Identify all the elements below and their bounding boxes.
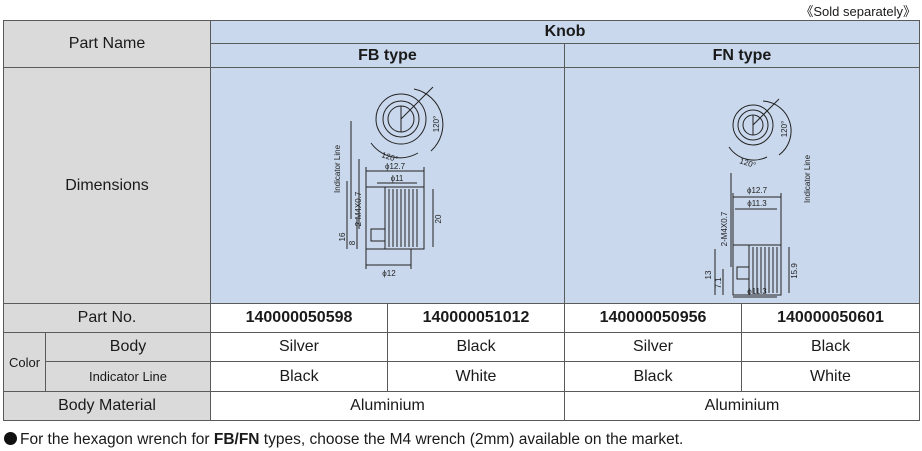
- fn-dim-d3: ϕ11.3: [747, 287, 767, 296]
- part-no-label: Part No.: [3, 303, 211, 333]
- spec-table: Part Name Knob FB type FN type Dimension…: [3, 20, 920, 421]
- fn-indicator-line-label: Indicator Line: [803, 154, 812, 203]
- bullet-icon: [4, 432, 17, 445]
- fn-material-cell: Aluminium: [564, 391, 920, 421]
- fn-type-header: FN type: [564, 43, 920, 68]
- body-color-cell: Silver: [210, 332, 388, 362]
- fb-dim-thread: 2-M4X0.7: [354, 191, 363, 226]
- indicator-line-color-label: Indicator Line: [45, 361, 211, 392]
- part-no-cell: 140000050956: [564, 303, 742, 333]
- note-text-bold: FB/FN: [213, 431, 260, 448]
- part-name-header: Part Name: [3, 20, 211, 68]
- fn-dim-h1: 13: [704, 270, 713, 279]
- indicator-color-cell: Black: [564, 361, 742, 392]
- fn-dim-d1: ϕ12.7: [747, 186, 768, 195]
- fn-dim-thread: 2-M4X0.7: [720, 211, 729, 246]
- fn-dim-h3: 15.9: [790, 262, 799, 278]
- fb-side-body: [365, 186, 425, 249]
- fb-indicator-line-label: Indicator Line: [333, 144, 342, 193]
- indicator-color-cell: White: [387, 361, 565, 392]
- fb-material-cell: Aluminium: [210, 391, 565, 421]
- fn-dim-d2: ϕ11.3: [747, 199, 767, 208]
- part-no-cell: 140000051012: [387, 303, 565, 333]
- body-material-label: Body Material: [3, 391, 211, 421]
- fn-dimension-drawing: Indicator Line 120° 120° ϕ12.7 ϕ11.3 ϕ11…: [564, 67, 920, 304]
- fb-type-header: FB type: [210, 43, 565, 68]
- indicator-color-cell: Black: [210, 361, 388, 392]
- fb-dim-d3: ϕ12: [382, 269, 396, 278]
- fb-dimension-drawing: Indicator Line 120° 120° ϕ12.7 ϕ11 ϕ12 2…: [210, 67, 565, 304]
- fb-dim-d2: ϕ11: [391, 174, 404, 183]
- fb-angle-a: 120°: [432, 115, 441, 132]
- sold-separately-label: 《Sold separately》: [800, 4, 916, 19]
- fn-angle-a: 120°: [780, 120, 789, 137]
- part-no-cell: 140000050598: [210, 303, 388, 333]
- wrench-note: For the hexagon wrench for FB/FN types, …: [4, 431, 683, 449]
- body-color-cell: Silver: [564, 332, 742, 362]
- fb-top-outer-circle: [375, 93, 427, 144]
- fn-angle-b: 120°: [738, 156, 757, 170]
- fb-drawing-svg: Indicator Line 120° 120° ϕ12.7 ϕ11 ϕ12 2…: [333, 86, 444, 278]
- fn-dim-h2: 7.1: [714, 276, 723, 288]
- color-label: Color: [3, 332, 46, 392]
- body-color-cell: Black: [387, 332, 565, 362]
- fb-top-inner-circle: [382, 100, 420, 137]
- part-no-cell: 140000050601: [741, 303, 920, 333]
- body-color-cell: Black: [741, 332, 920, 362]
- product-header: Knob: [210, 20, 920, 44]
- fb-dim-d1: ϕ12.7: [385, 162, 406, 171]
- fn-top-outer-circle: [732, 104, 774, 145]
- note-text-pre: For the hexagon wrench for: [20, 431, 214, 448]
- fn-top-inner-circle: [737, 109, 769, 140]
- fb-dim-h2: 8: [348, 240, 357, 245]
- dimensions-label: Dimensions: [3, 67, 211, 304]
- fn-drawing-svg: Indicator Line 120° 120° ϕ12.7 ϕ11.3 ϕ11…: [704, 98, 812, 297]
- indicator-color-cell: White: [741, 361, 920, 392]
- note-text-post: types, choose the M4 wrench (2mm) availa…: [259, 431, 684, 448]
- fb-dim-h3: 20: [434, 214, 443, 223]
- body-color-label: Body: [45, 332, 211, 362]
- fb-dim-h1: 16: [338, 232, 347, 241]
